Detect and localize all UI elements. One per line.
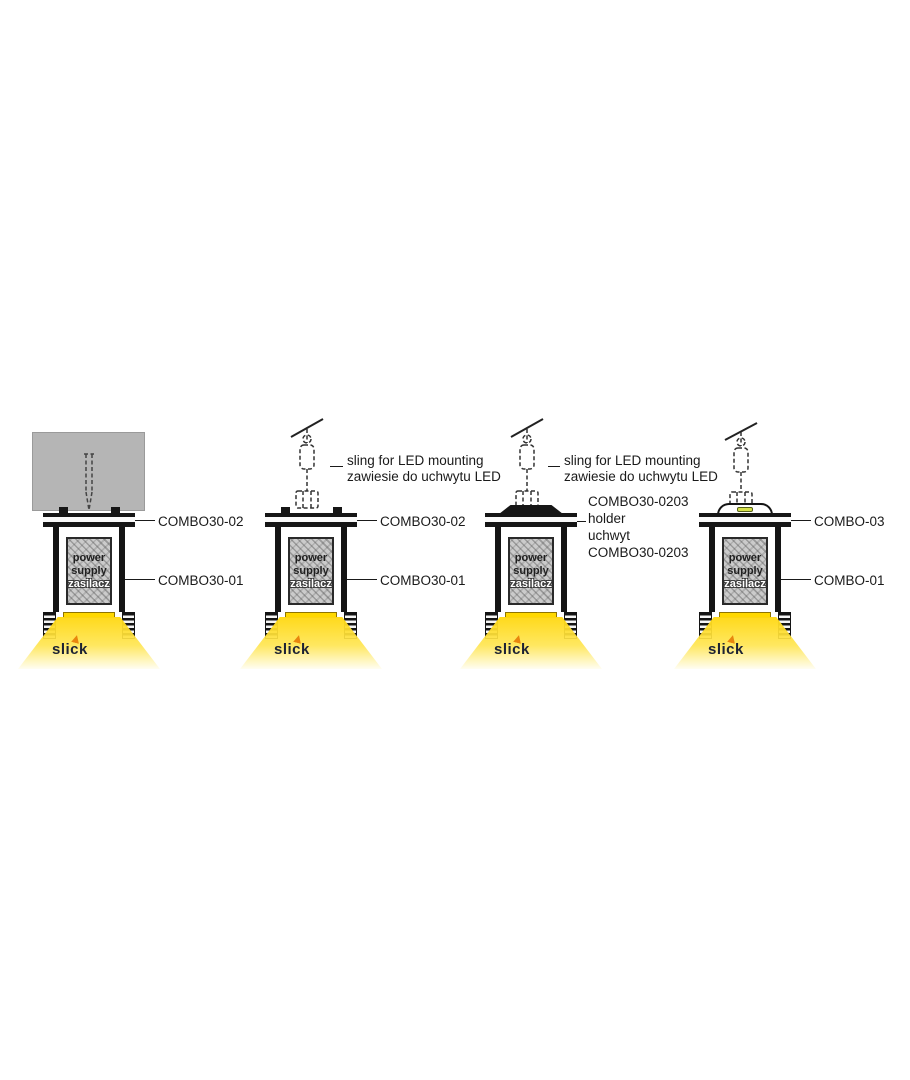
light-cone: [674, 617, 816, 669]
slick-logo: slick: [274, 641, 310, 658]
power-supply-label-en-1: power: [728, 551, 762, 564]
callout-line-body: [125, 579, 155, 580]
power-supply-box: power supply zasilacz: [66, 537, 112, 605]
callout-label-top: COMBO30-02: [158, 514, 244, 529]
power-supply-label-pl: zasilacz: [510, 577, 552, 590]
sling-leader-line: [548, 466, 560, 467]
callout-label-top: COMBO30-02: [380, 514, 466, 529]
light-cone: [240, 617, 382, 669]
callout-label-body: COMBO30-01: [158, 573, 244, 588]
sling-label-en: sling for LED mounting: [347, 453, 484, 468]
power-supply-box: power supply zasilacz: [508, 537, 554, 605]
sling-icon: [290, 418, 324, 509]
callout-label-body: COMBO-01: [814, 573, 885, 588]
holder-bracket: [499, 505, 563, 514]
power-supply-label-en-2: supply: [513, 564, 549, 577]
slick-logo: slick: [494, 641, 530, 658]
rail-clip: [111, 507, 120, 514]
light-cone: [18, 617, 160, 669]
slick-logo: slick: [708, 641, 744, 658]
power-supply-label-en-2: supply: [293, 564, 329, 577]
power-supply-label-pl: zasilacz: [290, 577, 332, 590]
sling-leader-line: [330, 466, 343, 467]
callout-line-holder: [577, 521, 586, 522]
power-supply-label-en-2: supply: [727, 564, 763, 577]
mounting-rail: [265, 513, 357, 527]
sling-icon: [510, 418, 544, 509]
power-supply-label-pl: zasilacz: [68, 577, 110, 590]
power-supply-box: power supply zasilacz: [288, 537, 334, 605]
power-supply-label-en-1: power: [514, 551, 548, 564]
callout-line-top: [791, 520, 811, 521]
power-supply-box: power supply zasilacz: [722, 537, 768, 605]
sling-label-pl: zawiesie do uchwytu LED: [347, 469, 501, 484]
power-supply-label-en-1: power: [294, 551, 328, 564]
sling-label-pl: zawiesie do uchwytu LED: [564, 469, 718, 484]
sling-icon: [724, 422, 758, 509]
mounting-rail: [699, 513, 791, 527]
sling-label-en: sling for LED mounting: [564, 453, 701, 468]
ceiling-block: [32, 432, 145, 511]
light-cone: [460, 617, 602, 669]
rail-clip: [281, 507, 290, 514]
callout-line-body: [347, 579, 377, 580]
slick-logo: slick: [52, 641, 88, 658]
callout-label-top: COMBO-03: [814, 514, 885, 529]
anchor-screw-icon: [84, 453, 94, 511]
holder-callout-line-1: COMBO30-0203: [588, 494, 689, 509]
rail-clip: [333, 507, 342, 514]
power-supply-label-en-2: supply: [71, 564, 107, 577]
power-supply-label-pl: zasilacz: [724, 577, 766, 590]
callout-label-body: COMBO30-01: [380, 573, 466, 588]
level-vial: [737, 507, 753, 512]
holder-callout-line-4: COMBO30-0203: [588, 545, 689, 560]
holder-callout-line-3: uchwyt: [588, 528, 631, 543]
callout-line-top: [135, 520, 155, 521]
holder-callout-line-2: holder: [588, 511, 626, 526]
rail-clip: [59, 507, 68, 514]
mounting-rail: [485, 513, 577, 527]
power-supply-label-en-1: power: [72, 551, 106, 564]
mounting-rail: [43, 513, 135, 527]
callout-line-body: [781, 579, 811, 580]
callout-line-top: [357, 520, 377, 521]
